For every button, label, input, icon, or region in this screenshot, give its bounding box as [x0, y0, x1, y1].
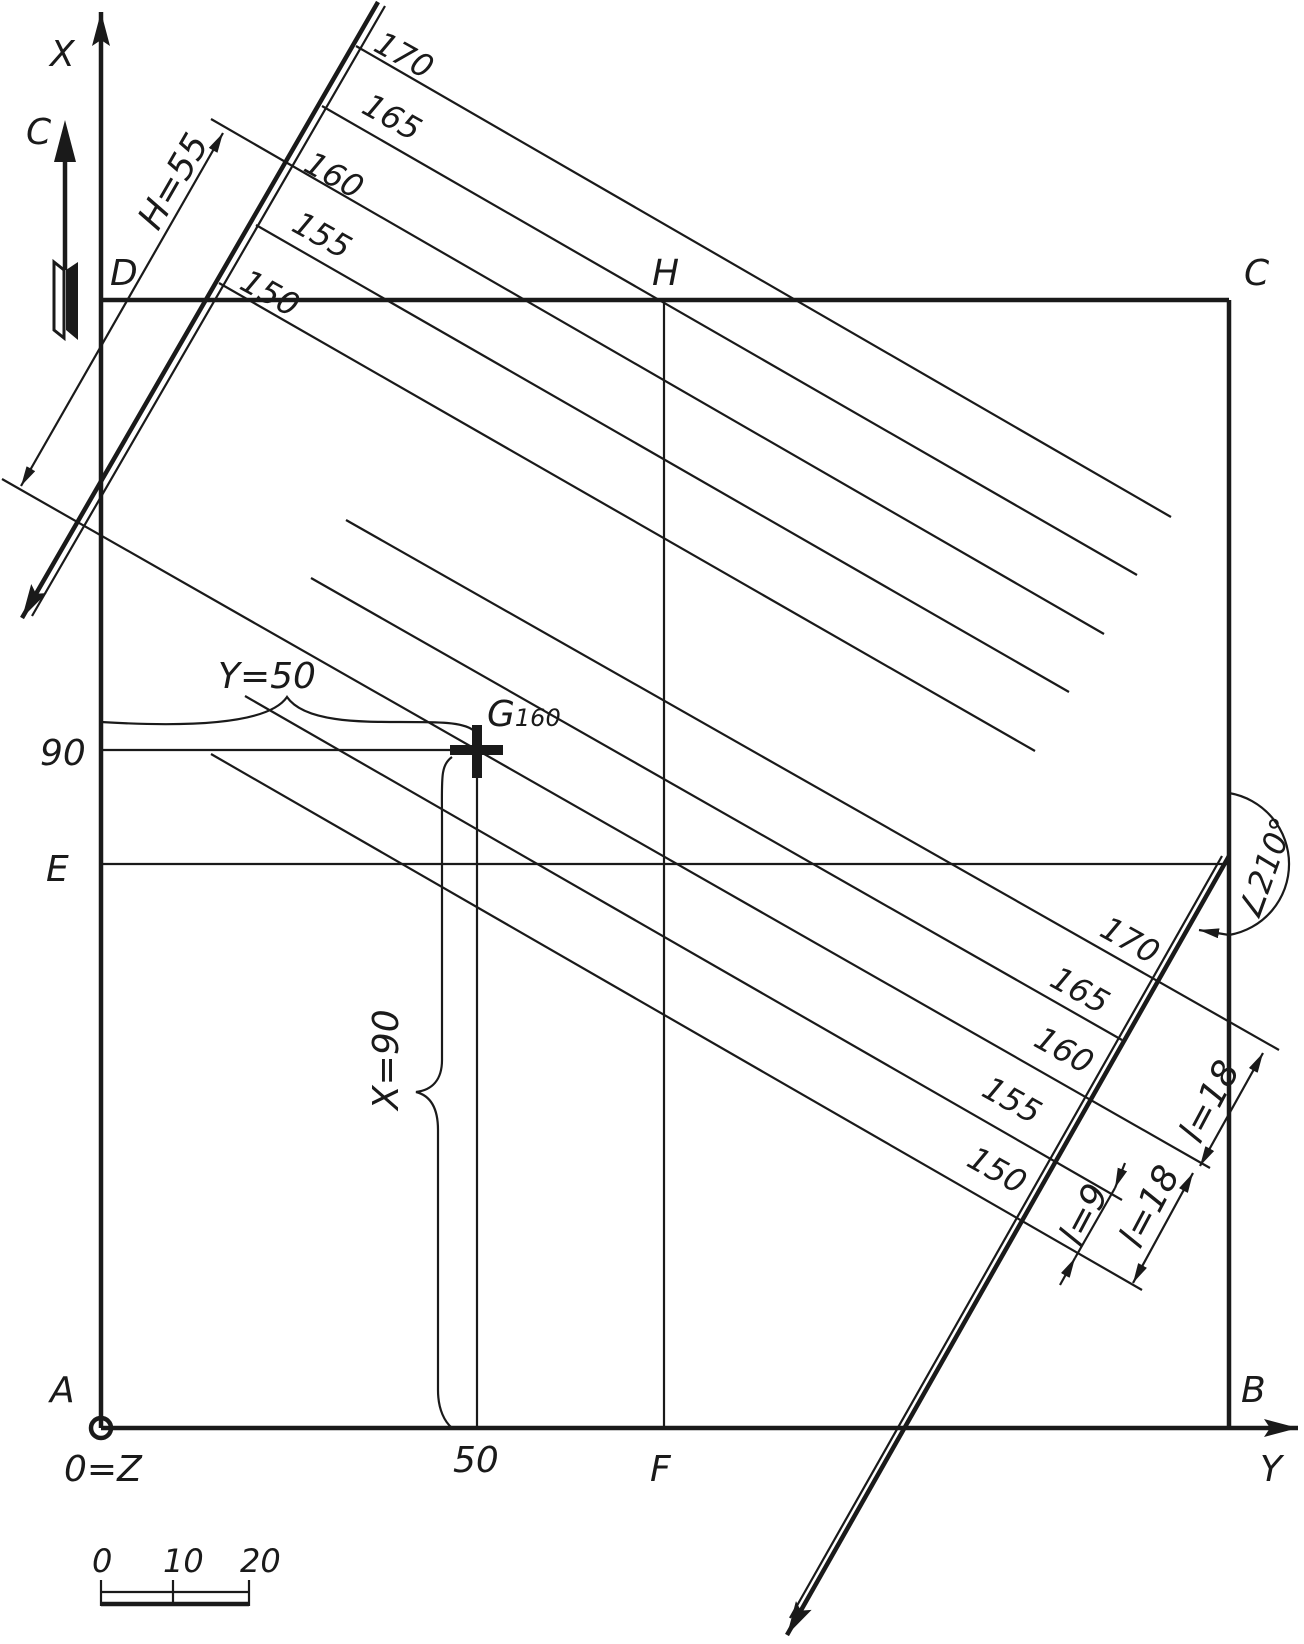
point-h-label: H	[652, 253, 679, 294]
point-labels: X D H C 90 E A B 0=Z 50 F Y	[40, 34, 1285, 1490]
brace-x90-label: X=90	[366, 1009, 407, 1112]
contours-lower	[1, 478, 1280, 1291]
contour-label: 150	[234, 262, 306, 325]
contour-lower-150	[210, 753, 1143, 1291]
dimension-l9: l=9	[1052, 1162, 1128, 1286]
origin-marker	[88, 1415, 114, 1441]
contour-label: 155	[286, 204, 358, 267]
contour-lower-165	[310, 577, 1123, 1041]
north-label: C	[26, 112, 52, 153]
contours-upper	[210, 45, 1172, 752]
dimension-l18-upper: l=18	[1172, 1052, 1264, 1167]
y-axis-label: Y	[1260, 1449, 1285, 1490]
corner-a-label: A	[48, 1370, 75, 1411]
contour-label: 165	[1044, 959, 1116, 1022]
point-f-label: F	[650, 1449, 672, 1490]
dimension-l18-lower-label: l=18	[1112, 1159, 1189, 1254]
contour-label: 160	[298, 144, 370, 207]
contour-lower-155	[244, 695, 1123, 1201]
contour-lower-160	[1, 478, 1211, 1169]
contour-upper-150	[218, 282, 1036, 752]
angle-label: ∠210°	[1230, 812, 1302, 924]
scale-bar: 0 10 20	[92, 1542, 281, 1607]
scale-tick-label: 20	[240, 1542, 281, 1580]
contour-lower-170	[345, 519, 1280, 1051]
map-frame	[101, 297, 1232, 1428]
brace-x90: X=90	[366, 756, 453, 1429]
origin-label: 0=Z	[64, 1449, 143, 1490]
corner-d-label: D	[110, 253, 138, 294]
contour-label: 165	[356, 86, 428, 149]
x90-label: 90	[40, 733, 86, 774]
contour-upper-155	[255, 224, 1070, 693]
dimension-l9-label: l=9	[1052, 1177, 1118, 1252]
strike-line-lower	[785, 854, 1231, 1637]
x-axis-label: X	[48, 34, 76, 75]
dimension-h-label: H=55	[130, 127, 217, 237]
contour-upper-170	[355, 45, 1172, 518]
contour-label: 170	[368, 24, 440, 87]
brace-y50-label: Y=50	[218, 656, 316, 697]
scale-tick-label: 10	[163, 1542, 204, 1580]
dimension-l18-lower: l=18	[1112, 1159, 1194, 1284]
contour-label: 160	[1028, 1019, 1100, 1082]
brace-y50: Y=50	[100, 656, 474, 731]
point-g-label: G160	[487, 694, 561, 735]
dimension-h: H=55	[20, 127, 224, 487]
point-g: G160	[450, 694, 561, 778]
contour-labels-lower: 170 165 160 155 150	[961, 909, 1166, 1202]
north-arrow-icon: C	[26, 112, 78, 342]
contour-label: 170	[1094, 909, 1166, 972]
contour-upper-160	[210, 118, 1105, 635]
corner-b-label: B	[1241, 1370, 1266, 1411]
corner-c-label: C	[1244, 253, 1270, 294]
scale-tick-label: 0	[92, 1542, 112, 1580]
point-e-label: E	[46, 849, 69, 890]
contour-upper-165	[321, 105, 1138, 576]
y50-label: 50	[453, 1440, 499, 1481]
